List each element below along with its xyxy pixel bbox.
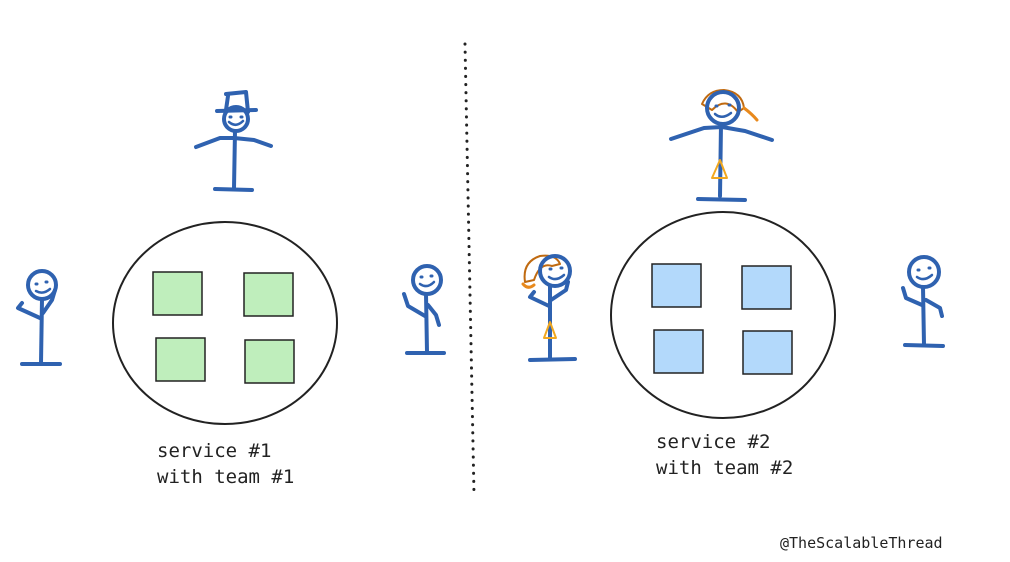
- service-1-label: service #1 with team #1: [157, 438, 294, 490]
- service-2-component: [741, 265, 792, 310]
- stick-figure-top-hat-icon: [194, 90, 273, 192]
- service-1-team: with team #1: [157, 466, 295, 488]
- stick-figure-woman-icon: [521, 254, 577, 362]
- service-1-component: [155, 337, 206, 382]
- stick-figure-icon: [402, 264, 446, 355]
- team-divider: [463, 42, 476, 496]
- stick-figure-woman-icon: [669, 89, 774, 202]
- service-2-group: [610, 211, 836, 419]
- service-1-component: [152, 271, 203, 316]
- service-2-circle: [610, 211, 836, 419]
- stick-figure-icon: [901, 255, 945, 348]
- service-1-circle: [112, 221, 338, 425]
- service-2-component: [651, 263, 702, 308]
- service-2-component: [653, 329, 704, 374]
- service-2-component: [742, 330, 793, 375]
- service-1-group: [112, 221, 338, 425]
- service-1-component: [243, 272, 294, 317]
- service-2-label: service #2 with team #2: [656, 429, 793, 481]
- author-credit: @TheScalableThread: [780, 534, 943, 552]
- service-1-name: service #1: [157, 440, 272, 462]
- service-2-team: with team #2: [656, 457, 794, 479]
- service-1-component: [244, 339, 295, 384]
- stick-figure-icon: [16, 269, 62, 366]
- service-2-name: service #2: [656, 431, 771, 453]
